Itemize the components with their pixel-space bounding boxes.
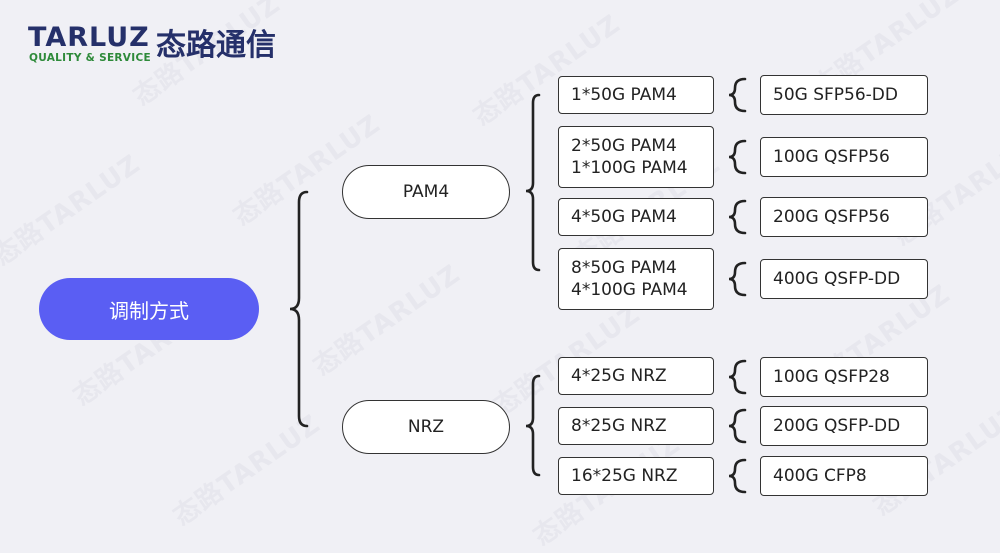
branch-node-pam4: PAM4 [342,165,510,219]
modulation-box: 4*25G NRZ [558,357,714,395]
brand-name-cn: 态路通信 [156,28,276,63]
modulation-line: 4*50G PAM4 [571,207,677,227]
module-box: 200G QSFP56 [760,197,928,237]
modulation-box: 8*25G NRZ [558,407,714,445]
root-label: 调制方式 [109,298,189,323]
modulation-box: 4*50G PAM4 [558,198,714,236]
module-label: 200G QSFP56 [773,207,890,227]
branch-node-nrz: NRZ [342,400,510,454]
nrz-brace [525,374,541,477]
connector-lines [289,77,747,494]
brand-name: TARLUZ [28,22,150,53]
module-label: 50G SFP56-DD [773,85,898,105]
module-box: 400G QSFP-DD [760,259,928,299]
branch-label: PAM4 [402,182,450,202]
modulation-box: 8*50G PAM4 4*100G PAM4 [558,248,714,310]
module-label: 400G QSFP-DD [773,269,901,289]
modulation-line: 1*50G PAM4 [571,85,677,105]
root-node: 调制方式 [39,278,259,340]
modulation-line: 4*100G PAM4 [571,280,688,300]
pam4-brace [525,93,541,272]
brand-tagline: QUALITY & SERVICE [29,52,151,64]
modulation-line: 4*25G NRZ [571,366,667,386]
root-brace [289,190,309,428]
module-box: 200G QSFP-DD [760,406,928,446]
branch-label: NRZ [407,417,445,437]
modulation-box: 2*50G PAM4 1*100G PAM4 [558,126,714,188]
module-label: 100G QSFP28 [773,367,890,387]
small-brace [728,139,747,175]
modulation-line: 8*50G PAM4 [571,258,677,278]
modulation-box: 1*50G PAM4 [558,76,714,114]
small-brace [728,359,747,395]
module-box: 100G QSFP28 [760,357,928,397]
small-brace [728,408,747,444]
modulation-line: 16*25G NRZ [571,466,678,486]
module-box: 400G CFP8 [760,456,928,496]
module-label: 200G QSFP-DD [773,416,901,436]
modulation-line: 8*25G NRZ [571,416,667,436]
module-box: 100G QSFP56 [760,137,928,177]
modulation-line: 2*50G PAM4 [571,136,677,156]
small-brace [728,77,747,113]
module-label: 400G CFP8 [773,466,867,486]
modulation-line: 1*100G PAM4 [571,158,688,178]
small-brace [728,261,747,297]
module-label: 100G QSFP56 [773,147,890,167]
module-box: 50G SFP56-DD [760,75,928,115]
modulation-box: 16*25G NRZ [558,457,714,495]
small-brace [728,458,747,494]
small-brace [728,199,747,235]
